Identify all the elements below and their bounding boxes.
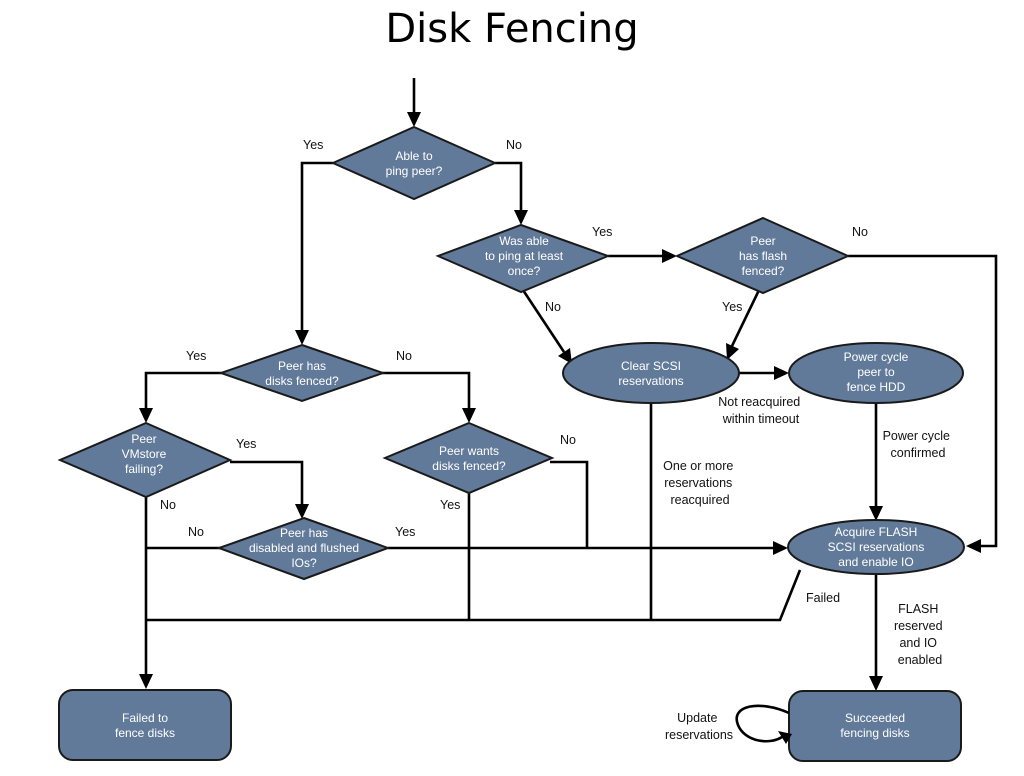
label-wants-no: No (560, 433, 576, 447)
label-ping-yes: Yes (303, 138, 323, 152)
edge-labels: Yes No Yes No No Yes Yes No Yes No No Ye… (160, 138, 954, 742)
label-one-or-more: One or more reservations reacquired (663, 459, 737, 507)
label-wants-yes: Yes (440, 498, 460, 512)
label-disks-fenced-no: No (396, 349, 412, 363)
label-failed: Failed (806, 591, 840, 605)
label-disabled-yes: Yes (395, 525, 415, 539)
label-not-reacquired: Not reacquired within timeout (718, 395, 803, 426)
label-update-reservations: Update reservations (665, 711, 733, 742)
update-reservations-loop (735, 704, 792, 744)
label-flash-no: No (852, 225, 868, 239)
page-title: Disk Fencing (385, 6, 639, 52)
label-vmstore-yes: Yes (236, 437, 256, 451)
label-power-cycle-confirmed: Power cycle confirmed (883, 429, 954, 460)
label-disabled-no: No (188, 525, 204, 539)
label-was-able-yes: Yes (592, 225, 612, 239)
connectors (139, 78, 998, 691)
label-vmstore-no: No (160, 498, 176, 512)
label-ping-no: No (506, 138, 522, 152)
label-flash-reserved: FLASH reserved and IO enabled (894, 602, 946, 667)
label-flash-yes: Yes (722, 300, 742, 314)
label-disks-fenced-yes: Yes (186, 349, 206, 363)
label-was-able-no: No (545, 300, 561, 314)
